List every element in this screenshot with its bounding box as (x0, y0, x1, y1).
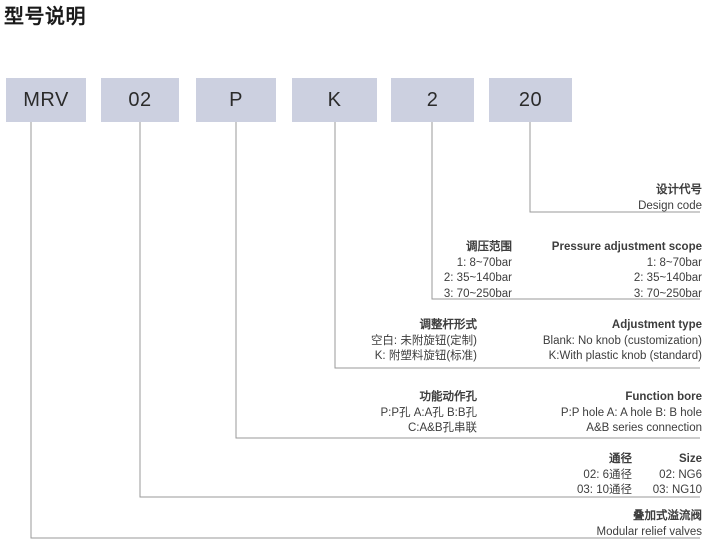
callout-header-en: Pressure adjustment scope (551, 241, 702, 253)
callout-size: 通径 Size 02: 6通径 02: NG6 03: 10通径 03: NG10 (522, 452, 702, 499)
code-box-label: 20 (518, 88, 543, 111)
callout-option-en: K:With plastic knob (standard) (548, 350, 702, 362)
code-box-p: P (196, 78, 276, 122)
callout-option-en: 03: NG10 (652, 484, 702, 496)
code-box-label: 02 (128, 88, 152, 111)
code-box-k: K (292, 78, 377, 122)
callout-option-en: 3: 70~250bar (633, 287, 702, 300)
callout-adjustment-type: 调整杆形式 Adjustment type 空白: 未附旋钮(定制) Blank: N… (297, 318, 702, 365)
callout-design-code: 设计代号 Design code (638, 183, 702, 214)
callout-option-cn: K: 附塑料旋钮(标准) (374, 350, 477, 362)
callout-modular-relief-valves: 叠加式溢流阀 Modular relief valves (597, 509, 702, 540)
callout-header-cn: 通径 (609, 453, 632, 465)
callout-header-cn: 调压范围 (466, 241, 512, 253)
code-box-label: P (229, 88, 243, 111)
code-box-label: MRV (23, 88, 69, 111)
callout-header-en: Adjustment type (611, 319, 702, 331)
callout-option-cn: 02: 6通径 (583, 468, 632, 481)
callout-option-en: A&B series connection (586, 422, 702, 434)
callout-title-en: Design code (638, 199, 702, 212)
callout-option-en: Blank: No knob (customization) (542, 334, 702, 347)
callout-option-en: 2: 35~140bar (633, 272, 702, 284)
callout-title-en: Modular relief valves (596, 525, 702, 538)
callout-pressure-adjustment-scope: 调压范围 Pressure adjustment scope 1: 8~70bar 1… (272, 240, 702, 302)
code-box-20: 20 (489, 78, 572, 122)
callout-header-en: Size (678, 453, 702, 465)
code-box-2: 2 (391, 78, 474, 122)
callout-option-cn: 2: 35~140bar (443, 272, 512, 284)
callout-option-cn: 3: 70~250bar (443, 287, 512, 300)
code-box-mrv: MRV (6, 78, 86, 122)
callout-header-cn: 调整杆形式 (419, 319, 478, 331)
code-box-02: 02 (101, 78, 179, 122)
code-box-label: 2 (426, 88, 439, 111)
callout-option-cn: P:P孔 A:A孔 B:B孔 (380, 406, 478, 419)
callout-header-cn: 功能动作孔 (419, 391, 478, 403)
code-box-label: K (327, 88, 342, 111)
callout-option-en: P:P hole A: A hole B: B hole (560, 406, 702, 419)
callout-option-en: 1: 8~70bar (646, 256, 702, 269)
callout-option-en: 02: NG6 (659, 468, 702, 481)
callout-option-cn: 03: 10通径 (577, 484, 632, 496)
callout-title-cn: 设计代号 (656, 184, 702, 196)
callout-header-en: Function bore (625, 391, 702, 403)
callout-option-cn: 空白: 未附旋钮(定制) (370, 334, 477, 347)
callout-title-cn: 叠加式溢流阀 (633, 510, 702, 522)
page-title: 型号说明 (4, 6, 86, 28)
callout-option-cn: 1: 8~70bar (456, 256, 512, 269)
leader-line-size (139, 122, 700, 498)
callout-option-cn: C:A&B孔串联 (407, 422, 477, 434)
